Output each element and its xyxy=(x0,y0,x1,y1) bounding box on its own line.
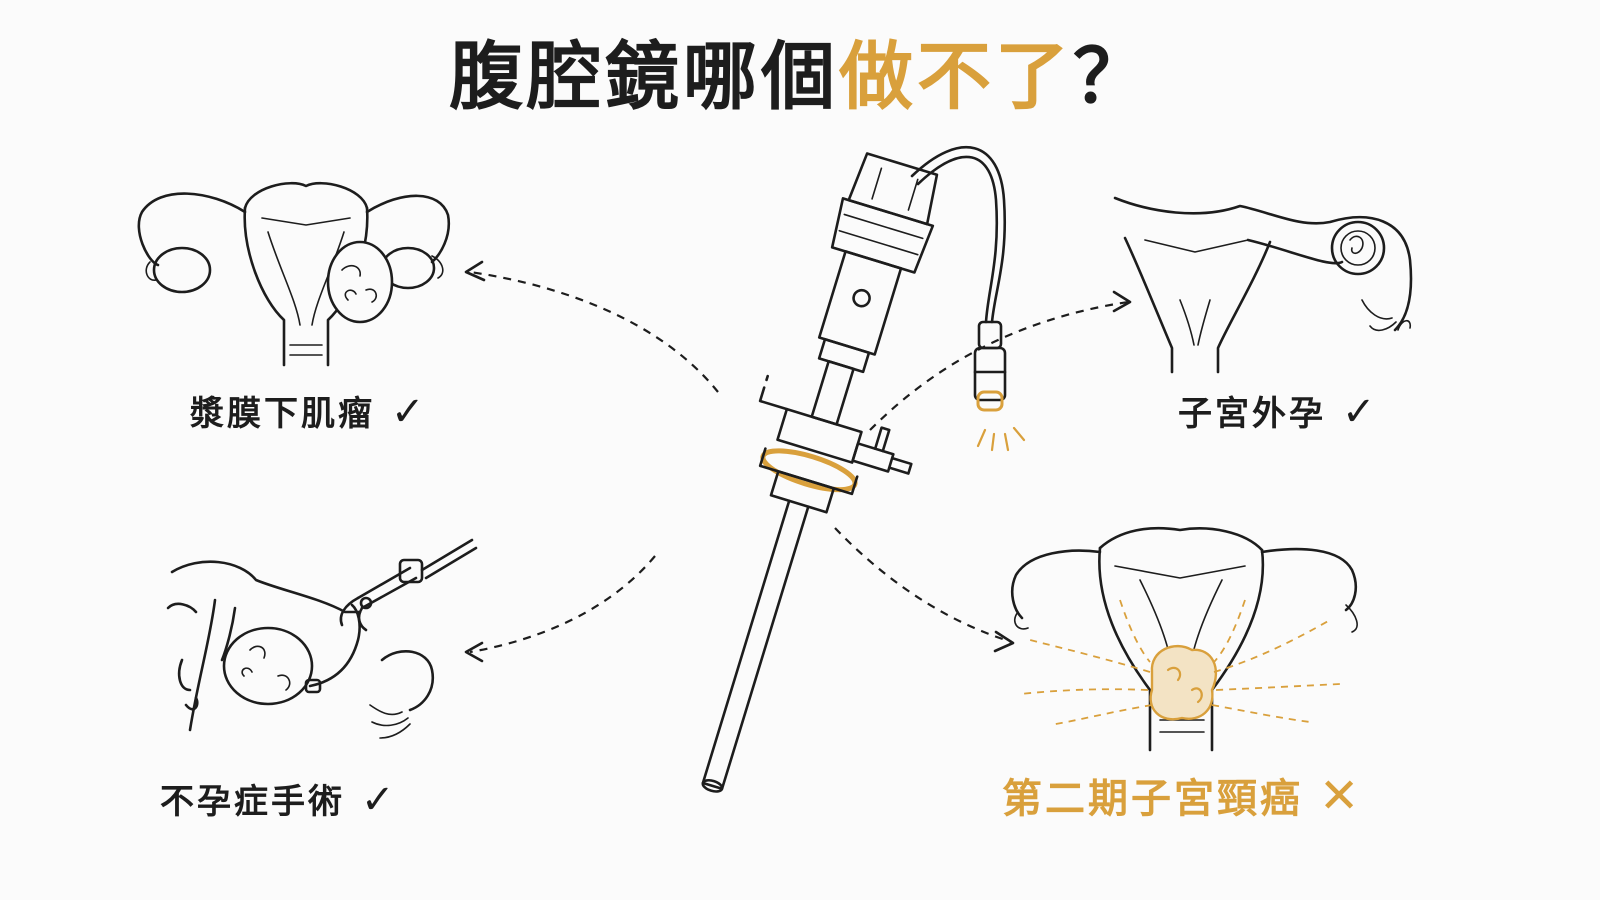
title-suffix: ？ xyxy=(1073,34,1151,120)
case-label-ectopic: 子宮外孕 ✓ xyxy=(1178,388,1379,438)
title-accent: 做不了 xyxy=(839,34,1073,120)
case-text: 第二期子宮頸癌 xyxy=(1002,776,1303,822)
laparoscope-icon xyxy=(701,146,1026,793)
arrow-to-fibroid xyxy=(469,270,719,393)
uterus-fibroid-icon xyxy=(137,181,451,367)
check-icon: ✓ xyxy=(1342,389,1379,435)
page-title: 腹腔鏡哪個做不了？ xyxy=(0,22,1600,132)
arrow-to-infertility xyxy=(469,555,656,654)
arrow-to-cancer xyxy=(834,527,1013,644)
case-label-infertility: 不孕症手術 ✓ xyxy=(160,776,398,826)
arrowhead-ectopic xyxy=(1112,290,1132,313)
arrows xyxy=(464,260,1132,663)
arrow-to-ectopic xyxy=(869,300,1129,431)
arrowhead-infertility xyxy=(464,641,484,663)
cervical-cancer-icon xyxy=(1010,526,1358,752)
case-label-cervical-cancer: 第二期子宮頸癌✕ xyxy=(1002,772,1362,823)
case-label-fibroid: 漿膜下肌瘤 ✓ xyxy=(190,388,428,438)
infertility-surgery-icon xyxy=(166,538,478,739)
cross-icon: ✕ xyxy=(1319,768,1363,824)
ectopic-pregnancy-icon xyxy=(1113,196,1413,374)
check-icon: ✓ xyxy=(361,777,398,823)
case-text: 不孕症手術 xyxy=(160,782,345,822)
case-text: 漿膜下肌瘤 xyxy=(190,394,375,434)
arrowhead-fibroid xyxy=(464,260,486,282)
arrowhead-cancer xyxy=(993,630,1015,653)
case-text: 子宮外孕 xyxy=(1178,394,1326,434)
title-main: 腹腔鏡哪個 xyxy=(449,34,839,120)
check-icon: ✓ xyxy=(391,389,428,435)
